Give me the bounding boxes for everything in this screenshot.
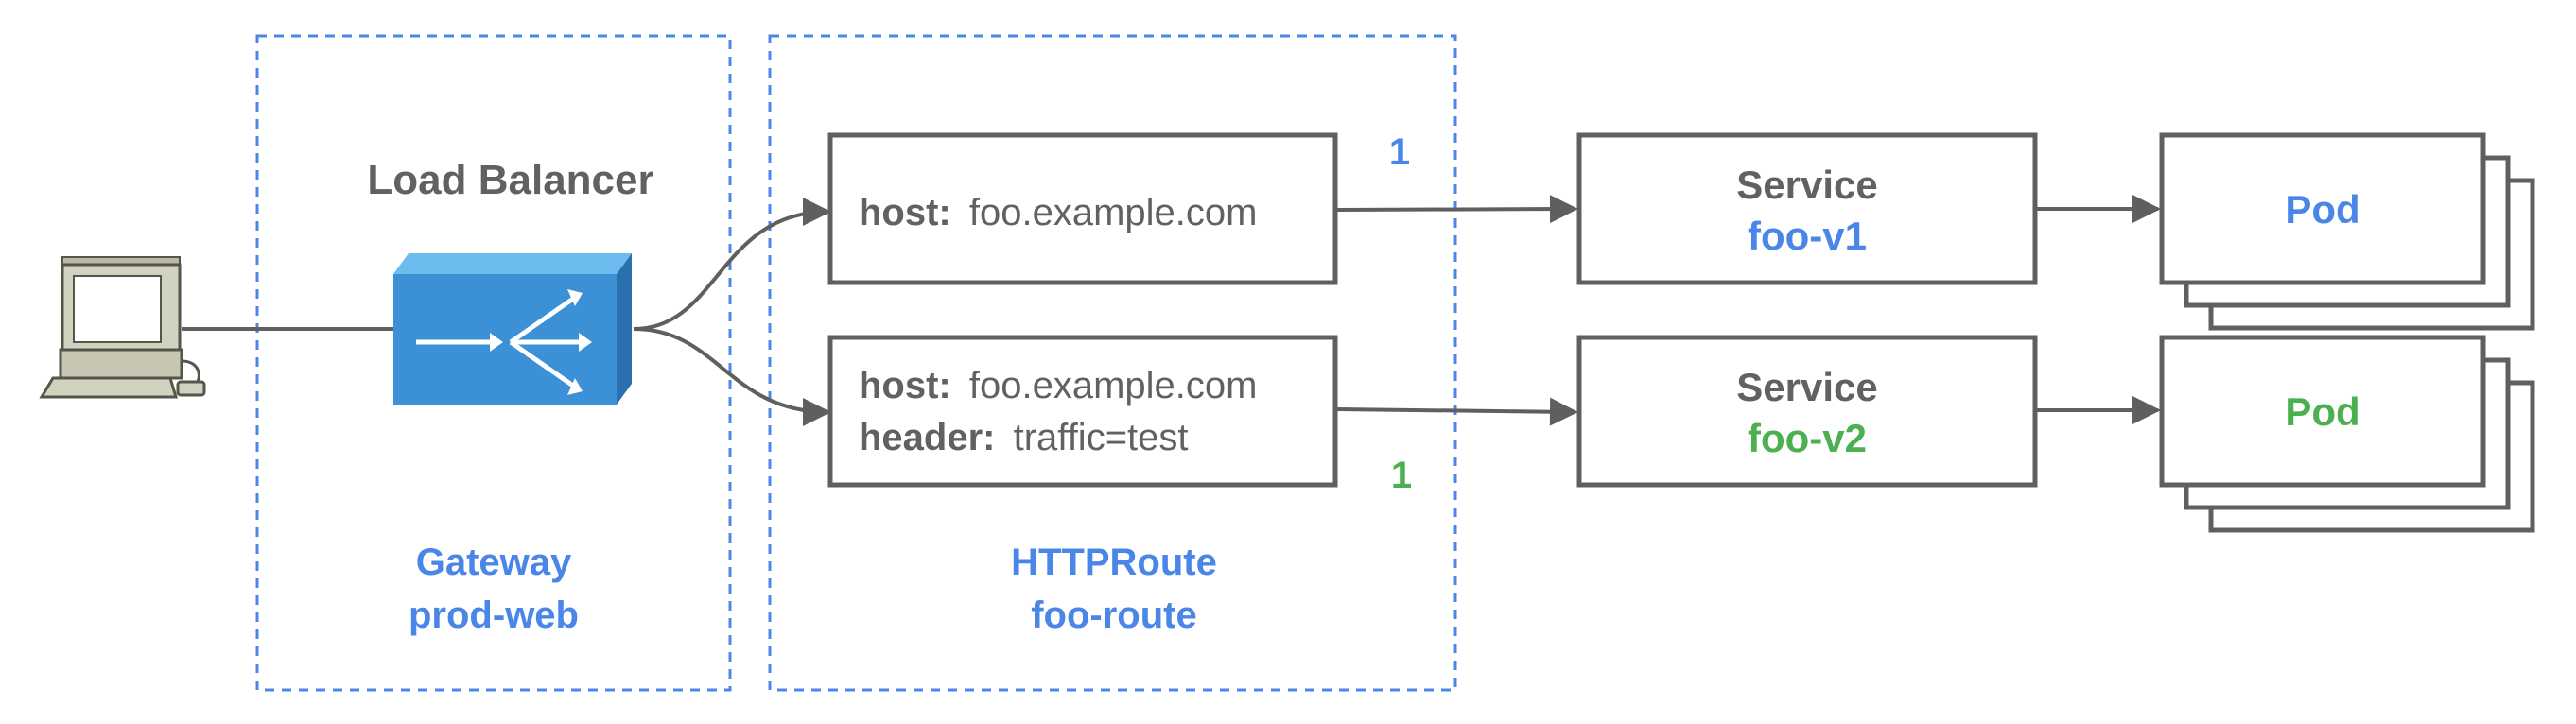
pod-stack-1 — [2159, 132, 2535, 331]
route-rule-2 — [827, 335, 1338, 488]
load-balancer-title: Load Balancer — [367, 157, 653, 203]
rule2-weight: 1 — [1391, 455, 1412, 496]
load-balancer-icon — [393, 253, 632, 405]
httproute-group — [768, 34, 1457, 692]
gateway-name-label: prod-web — [409, 595, 579, 636]
service-2-label: Service — [1736, 365, 1877, 409]
route-rule-1 — [827, 132, 1338, 285]
rule2-header-key: header: — [859, 417, 996, 458]
route-rule-2-host: host: foo.example.com — [859, 365, 1257, 406]
gateway-kind-label: Gateway — [416, 542, 572, 583]
httproute-name-label: foo-route — [1031, 595, 1197, 636]
rule1-weight: 1 — [1389, 131, 1410, 173]
service-1-label: Service — [1736, 163, 1877, 207]
pod-1-label: Pod — [2285, 187, 2359, 232]
httproute-kind-label: HTTPRoute — [1011, 542, 1217, 583]
rule2-host-key: host: — [859, 365, 951, 406]
service-1-box — [1576, 132, 2038, 285]
service-1-name: foo-v1 — [1748, 214, 1867, 258]
rule2-to-service2-arrow — [1336, 397, 1578, 426]
route-rule-1-host: host: foo.example.com — [859, 192, 1257, 233]
rule1-host-value: foo.example.com — [969, 192, 1258, 233]
gateway-group — [255, 34, 732, 692]
pod-2-label: Pod — [2285, 389, 2359, 434]
rule1-to-service1-arrow — [1336, 195, 1578, 224]
lb-to-rule1-arrow — [633, 198, 831, 331]
desktop-computer-icon — [39, 256, 206, 399]
service-2-name: foo-v2 — [1748, 416, 1867, 460]
pod-stack-2 — [2159, 335, 2535, 533]
rule1-host-key: host: — [859, 192, 951, 233]
rule2-header-value: traffic=test — [1014, 417, 1189, 458]
route-rule-2-header: header: traffic=test — [859, 417, 1189, 458]
service-2-box — [1576, 335, 2038, 488]
rule2-host-value: foo.example.com — [969, 365, 1258, 406]
lb-to-rule2-arrow — [633, 327, 831, 426]
